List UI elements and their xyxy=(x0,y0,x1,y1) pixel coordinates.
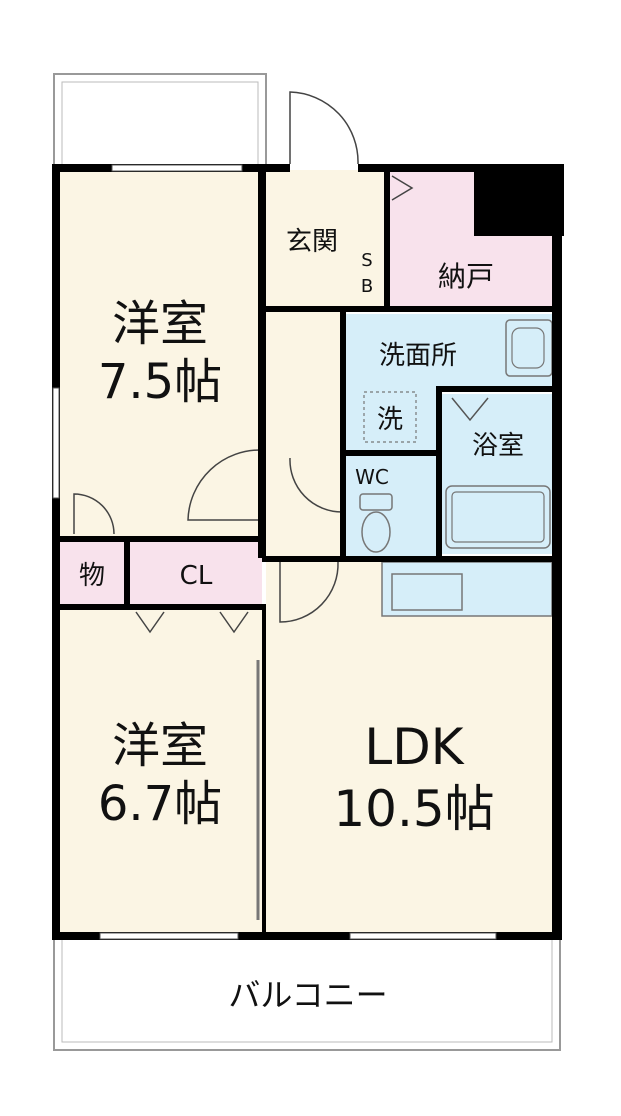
washroom-area xyxy=(346,314,554,386)
bathroom-label: 浴室 xyxy=(472,431,524,461)
entrance-area xyxy=(266,170,388,308)
bathtub-inner xyxy=(451,491,545,543)
closet-door-marker-left xyxy=(135,611,165,634)
bathroom-area xyxy=(442,394,554,554)
closet-door-marker-right xyxy=(219,611,249,634)
shoe-box-label-b: B xyxy=(361,276,373,297)
storeroom-door-marker xyxy=(391,175,414,201)
washroom-area-lower xyxy=(346,386,436,450)
hallway-area xyxy=(266,312,342,558)
entrance-label: 玄関 xyxy=(286,227,338,257)
storage-area xyxy=(58,540,124,606)
bath-door-marker xyxy=(451,397,489,422)
storeroom-label: 納戸 xyxy=(438,260,494,293)
storage-label: 物 xyxy=(79,561,105,591)
western-room-2-name: 洋室 xyxy=(112,718,208,774)
western-room-1-door-swing xyxy=(187,449,263,521)
toilet-bowl xyxy=(361,511,391,553)
western-room-2-size: 6.7帖 xyxy=(98,776,222,832)
balcony-top xyxy=(53,73,267,169)
washer-label: 洗 xyxy=(377,405,403,435)
storage-door-swing xyxy=(73,493,115,535)
closet-area xyxy=(130,540,262,606)
hallway-door-swing xyxy=(289,457,343,513)
washer-pan xyxy=(363,391,417,443)
closet-label: CL xyxy=(180,561,213,591)
kitchen-counter xyxy=(381,561,553,617)
western-room-1-size: 7.5帖 xyxy=(98,354,222,410)
toilet-area xyxy=(346,456,436,556)
western-room-1-name: 洋室 xyxy=(112,296,208,352)
western-room-2-area xyxy=(58,610,262,935)
balcony-label: バルコニー xyxy=(228,976,387,1014)
shoe-box-label-s: S xyxy=(361,250,372,271)
ldk-door-swing xyxy=(279,561,339,623)
storeroom-area xyxy=(390,172,554,306)
toilet-label: WC xyxy=(355,465,389,489)
windows xyxy=(52,164,497,940)
toilet-tank xyxy=(359,493,393,511)
bathtub xyxy=(445,485,551,549)
entrance-door-swing xyxy=(289,91,359,165)
ldk-area xyxy=(266,558,554,935)
ldk-name: LDK xyxy=(364,718,464,776)
western-room-1-area xyxy=(58,170,262,540)
kitchen-sink xyxy=(391,573,463,611)
wash-basin-bowl xyxy=(511,327,545,369)
washroom-label: 洗面所 xyxy=(379,341,457,371)
ldk-size: 10.5帖 xyxy=(333,780,494,838)
